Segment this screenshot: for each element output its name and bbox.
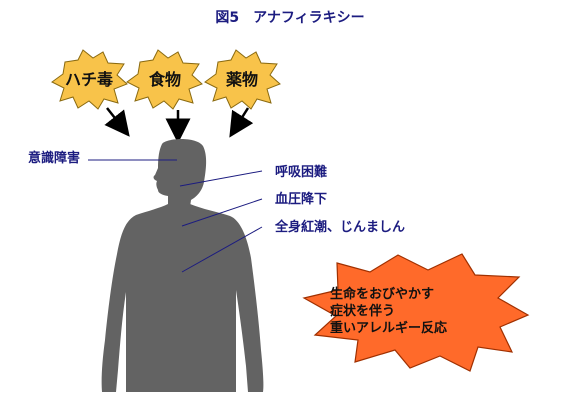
warning-line-2: 症状を伴う: [330, 304, 396, 319]
warning-line-1: 生命をおびやかす: [330, 287, 435, 302]
leader-breathing: [179, 170, 263, 187]
symptom-consciousness: 意識障害: [28, 151, 81, 166]
cause-label-drug: 薬物: [225, 70, 258, 89]
symptom-breathing: 呼吸困難: [275, 165, 328, 180]
cause-badge-drug: [204, 49, 281, 110]
symptom-skin: 全身紅潮、じんましん: [275, 220, 406, 235]
arrow-drug: [229, 107, 254, 138]
warning-line-3: 重いアレルギー反応: [330, 321, 448, 336]
cause-label-bee-venom: ハチ毒: [64, 70, 113, 89]
leader-blood-pressure: [181, 198, 263, 227]
warning-burst: [302, 253, 530, 372]
cause-badge-bee-venom: [51, 49, 128, 110]
leader-skin: [181, 226, 263, 273]
symptom-blood-pressure: 血圧降下: [275, 192, 328, 207]
warning-text: 生命をおびやかす 症状を伴う 重いアレルギー反応: [330, 286, 505, 337]
human-silhouette: [101, 139, 264, 392]
cause-label-food: 食物: [148, 70, 181, 89]
torso-and-arms: [101, 204, 264, 392]
diagram-title: 図5 アナフィラキシー: [215, 10, 365, 26]
head: [153, 139, 207, 207]
cause-badge-food: [126, 49, 203, 110]
arrow-bee-venom: [104, 107, 130, 137]
